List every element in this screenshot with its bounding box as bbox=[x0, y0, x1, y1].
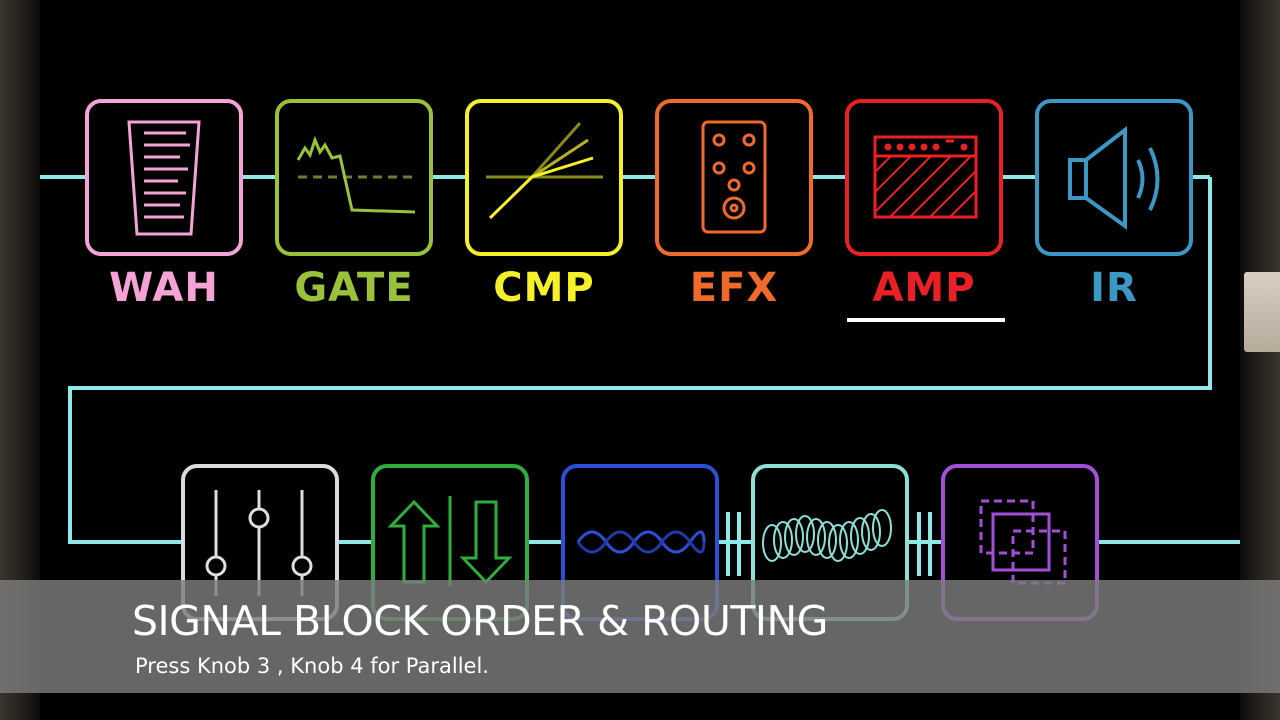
modulation-wave-icon bbox=[576, 530, 706, 554]
block-label-amp: AMP bbox=[872, 265, 976, 311]
block-amp[interactable] bbox=[845, 99, 1003, 256]
speaker-icon bbox=[1068, 125, 1160, 230]
signal-chain-diagram bbox=[40, 99, 1240, 621]
block-cmp[interactable] bbox=[465, 99, 623, 256]
caption-subtitle: Press Knob 3 , Knob 4 for Parallel. bbox=[135, 654, 489, 678]
block-wah[interactable] bbox=[85, 99, 243, 256]
block-gate[interactable] bbox=[275, 99, 433, 256]
wah-pedal-icon bbox=[127, 120, 201, 236]
block-label-gate: GATE bbox=[294, 265, 414, 311]
block-label-efx: EFX bbox=[689, 265, 779, 311]
block-ir[interactable] bbox=[1035, 99, 1193, 256]
caption-bar bbox=[0, 580, 1280, 693]
selected-block-indicator bbox=[847, 318, 1005, 322]
caption-title: SIGNAL BLOCK ORDER & ROUTING bbox=[132, 597, 828, 645]
device-button-edge bbox=[1244, 272, 1280, 352]
stompbox-icon bbox=[701, 120, 767, 234]
eq-sliders-icon bbox=[205, 490, 313, 596]
amplifier-icon bbox=[873, 135, 978, 219]
block-label-ir: IR bbox=[1090, 265, 1138, 311]
delay-coil-icon bbox=[762, 509, 892, 562]
compressor-icon bbox=[486, 122, 603, 220]
block-label-cmp: CMP bbox=[493, 265, 595, 311]
noise-gate-icon bbox=[296, 135, 416, 214]
block-efx[interactable] bbox=[655, 99, 813, 256]
block-label-wah: WAH bbox=[109, 265, 219, 311]
